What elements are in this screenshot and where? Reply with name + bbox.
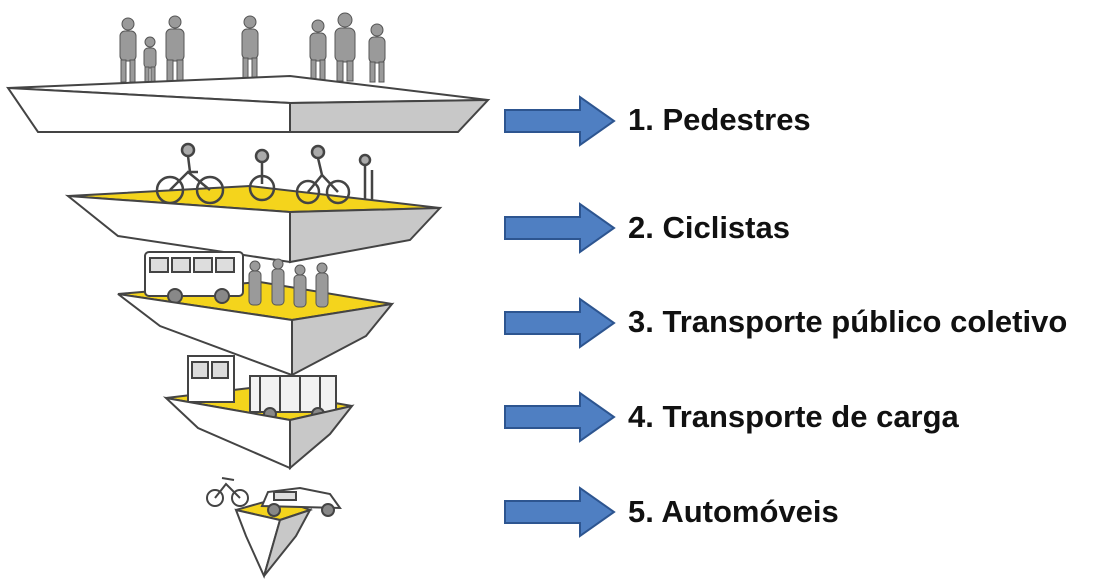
- cyclists-icon: [155, 142, 374, 205]
- pyramid-level-1: [6, 12, 491, 133]
- arrow-right-icon: [504, 95, 616, 147]
- freight-truck-icon: [187, 355, 337, 421]
- level-label-automobiles: 5. Automóveis: [628, 494, 839, 529]
- arrows: [504, 95, 616, 538]
- pyramid-level-2: [64, 142, 443, 264]
- level-label-freight: 4. Transporte de carga: [628, 399, 959, 434]
- arrow-right-icon: [504, 297, 616, 349]
- bus-icon: [144, 251, 329, 308]
- pyramid-level-4: [162, 355, 355, 471]
- pyramid-level-3: [117, 251, 395, 377]
- level-label-pedestrians: 1. Pedestres: [628, 102, 811, 137]
- car-motorcycle-icon: [206, 477, 342, 517]
- arrow-right-icon: [504, 486, 616, 538]
- arrow-right-icon: [504, 391, 616, 443]
- level-label-cyclists: 2. Ciclistas: [628, 210, 790, 245]
- level-label-public-transport: 3. Transporte público coletivo: [628, 304, 1068, 339]
- pyramid-level-5: [206, 477, 342, 579]
- arrow-right-icon: [504, 202, 616, 254]
- pedestrians-icon: [119, 12, 386, 83]
